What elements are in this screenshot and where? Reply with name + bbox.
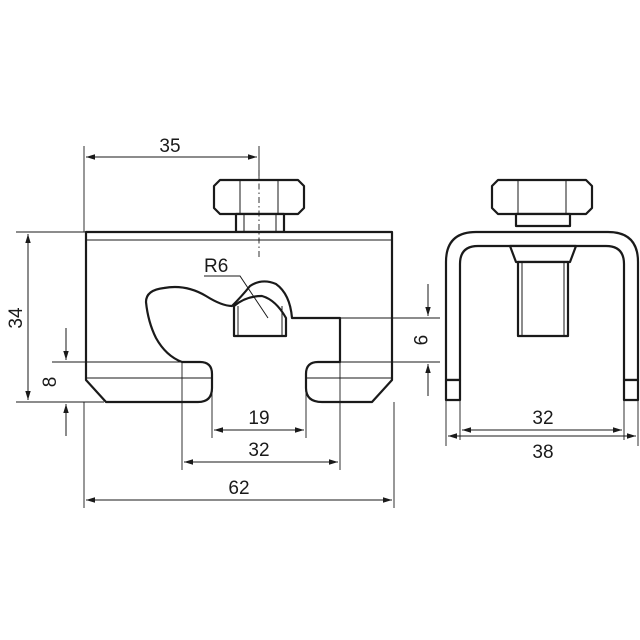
clamp-body — [84, 230, 394, 404]
dim-inner-slot: 19 — [248, 408, 269, 429]
dim-total-width: 62 — [228, 478, 249, 499]
dim-height-total: 34 — [6, 307, 27, 329]
bolt-collar — [234, 212, 286, 234]
dim-side-inner: 32 — [532, 408, 553, 429]
side-view: 32 38 — [444, 178, 640, 463]
side-bolt-head — [490, 178, 594, 216]
dim-mid-width: 32 — [248, 440, 269, 461]
dim-radius: R6 — [204, 256, 228, 277]
front-view: R6 35 34 8 9 19 32 6 — [6, 136, 440, 508]
threaded-stud — [232, 294, 288, 338]
dim-side-outer: 38 — [532, 442, 553, 463]
dim-top-width: 35 — [159, 136, 180, 157]
dim-slot-height: 9 — [409, 335, 430, 346]
side-threaded-stud — [516, 260, 570, 338]
dim-foot-height: 8 — [40, 377, 61, 388]
